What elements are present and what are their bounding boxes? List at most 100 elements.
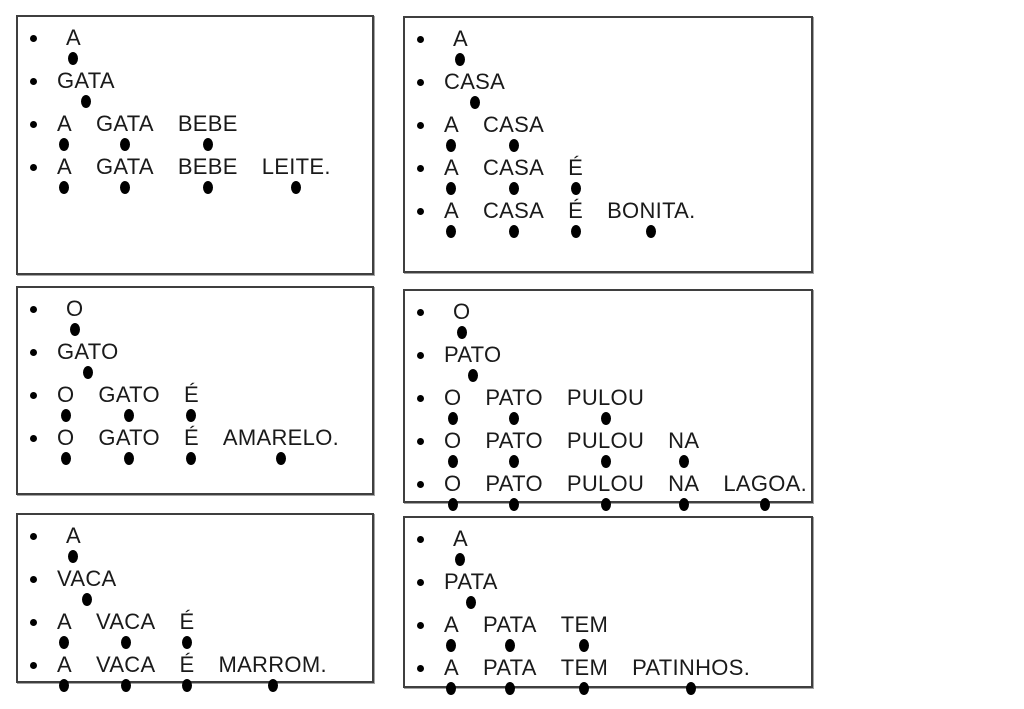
sentence-line: PATO [405, 344, 811, 387]
word-marker-dot-icon [760, 498, 771, 511]
sentence-line: A CASA [405, 114, 811, 157]
bullet-icon [417, 438, 424, 445]
word-text: GATO [98, 382, 160, 407]
word-with-marker: PATINHOS. [632, 657, 750, 695]
bullet-icon [30, 121, 37, 128]
word-text: CASA [444, 69, 506, 94]
word-text: É [568, 198, 584, 223]
word-with-marker: CASA [444, 71, 505, 109]
word-text: GATA [95, 154, 154, 179]
word-with-marker: É [568, 200, 583, 238]
word-with-marker: VACA [96, 654, 155, 692]
word-marker-dot-icon [447, 412, 458, 425]
word-text: A [444, 112, 459, 137]
word-with-marker: A [444, 657, 459, 695]
sentence-words: GATA [57, 70, 372, 108]
word-text: LEITE. [261, 154, 331, 179]
word-text: PATINHOS. [632, 655, 751, 680]
word-text: A [57, 154, 72, 179]
word-text: A [453, 526, 468, 551]
word-text: É [179, 609, 195, 634]
word-with-marker: A [57, 654, 72, 692]
word-with-marker: PATA [483, 657, 537, 695]
word-marker-dot-icon [508, 182, 519, 195]
word-marker-dot-icon [467, 369, 478, 382]
word-text: BEBE [177, 111, 238, 136]
word-marker-dot-icon [509, 498, 520, 511]
word-text: MARROM. [218, 652, 327, 677]
word-with-marker: É [184, 384, 199, 422]
word-text: GATO [57, 339, 119, 364]
sentence-words: A [453, 528, 811, 566]
word-with-marker: AMARELO. [223, 427, 339, 465]
word-with-marker: É [184, 427, 199, 465]
word-with-marker: CASA [483, 157, 544, 195]
word-marker-dot-icon [69, 323, 80, 336]
word-marker-dot-icon [570, 182, 581, 195]
word-marker-dot-icon [465, 596, 476, 609]
sentence-line: VACA [18, 568, 372, 611]
word-text: PATA [444, 569, 498, 594]
word-text: A [57, 652, 72, 677]
word-with-marker: O [57, 427, 74, 465]
word-text: O [444, 385, 462, 410]
sentence-line: GATA [18, 70, 372, 113]
sentence-line: GATO [18, 341, 372, 384]
word-text: É [568, 155, 584, 180]
word-marker-dot-icon [60, 452, 71, 465]
exercise-box-gato: O GATO O GATO É O GATO É AMARELO. [16, 286, 374, 495]
word-text: PULOU [566, 428, 645, 453]
word-with-marker: O [444, 387, 461, 425]
word-marker-dot-icon [447, 455, 458, 468]
bullet-icon [417, 79, 424, 86]
word-text: NA [668, 471, 700, 496]
word-marker-dot-icon [119, 138, 130, 151]
word-with-marker: A [444, 200, 459, 238]
word-marker-dot-icon [678, 498, 689, 511]
bullet-icon [417, 395, 424, 402]
sentence-line: A [18, 27, 372, 70]
word-with-marker: BONITA. [607, 200, 695, 238]
word-text: TEM [560, 655, 609, 680]
word-with-marker: O [453, 301, 470, 339]
word-with-marker: PULOU [567, 430, 644, 468]
word-marker-dot-icon [446, 682, 457, 695]
sentence-words: CASA [444, 71, 811, 109]
word-marker-dot-icon [646, 225, 657, 238]
word-text: A [453, 26, 468, 51]
bullet-icon [417, 352, 424, 359]
bullet-icon [417, 208, 424, 215]
word-text: A [444, 655, 459, 680]
word-text: VACA [95, 652, 156, 677]
sentence-words: O [66, 298, 372, 336]
word-with-marker: GATO [98, 427, 160, 465]
word-with-marker: A [444, 157, 459, 195]
word-marker-dot-icon [124, 409, 135, 422]
word-with-marker: O [66, 298, 83, 336]
word-with-marker: É [179, 611, 194, 649]
word-text: PATO [485, 385, 543, 410]
word-with-marker: GATA [96, 113, 154, 151]
word-text: O [57, 382, 75, 407]
word-marker-dot-icon [124, 452, 135, 465]
bullet-icon [417, 665, 424, 672]
word-marker-dot-icon [120, 636, 131, 649]
word-with-marker: CASA [483, 114, 544, 152]
word-marker-dot-icon [504, 682, 515, 695]
sentence-line: CASA [405, 71, 811, 114]
word-with-marker: A [66, 27, 81, 65]
word-text: O [444, 471, 462, 496]
bullet-icon [30, 662, 37, 669]
word-marker-dot-icon [82, 366, 93, 379]
sentence-line: A [18, 525, 372, 568]
